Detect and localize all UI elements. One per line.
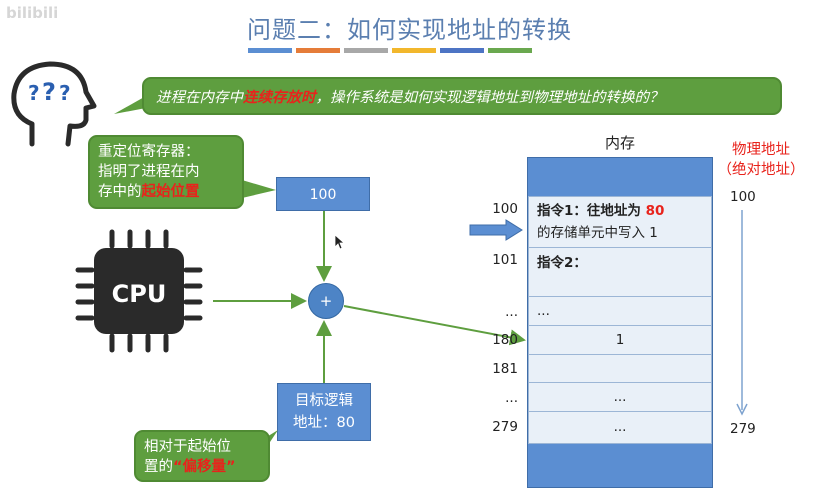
cpu-chip-icon xyxy=(75,229,203,353)
address-180: 180 xyxy=(492,332,518,348)
offset-bubble: 相对于起始位 置的“偏移量” xyxy=(134,430,270,482)
memory-cell-101: 指令2： xyxy=(528,247,712,297)
reloc-bubble-line1: 重定位寄存器： xyxy=(98,144,200,160)
physical-address-label: 物理地址 （绝对地址） xyxy=(717,142,805,178)
bilibili-watermark: bilibili xyxy=(6,4,59,22)
memory-cell-ellipsis-2: ... xyxy=(528,382,712,412)
address-ellipsis-2: ... xyxy=(505,390,518,406)
address-279: 279 xyxy=(492,419,518,435)
mouse-cursor-icon xyxy=(334,234,346,250)
reloc-bubble-highlight: 起始位置 xyxy=(141,184,200,200)
memory-label: 内存 xyxy=(604,134,635,152)
reloc-bubble-tail xyxy=(242,180,276,198)
question-highlight: 连续存放时 xyxy=(243,90,316,106)
target-line1: 目标逻辑 xyxy=(295,393,353,409)
reloc-register-bubble: 重定位寄存器： 指明了进程在内 存中的起始位置 xyxy=(88,135,244,209)
reloc-bubble-line2: 指明了进程在内 xyxy=(98,164,200,180)
memory-cell-181 xyxy=(528,354,712,383)
relocation-register: 100 xyxy=(276,177,370,211)
svg-text:?: ? xyxy=(28,81,40,105)
question-bubble: 进程在内存中连续存放时，操作系统是如何实现逻辑地址到物理地址的转换的？ xyxy=(142,77,782,115)
address-181: 181 xyxy=(492,361,518,377)
decor-bar-1 xyxy=(248,48,292,53)
reloc-bubble-line3: 存中的起始位置 xyxy=(98,184,200,200)
page-title: 问题二：如何实现地址的转换 xyxy=(247,16,572,44)
cpu-label: CPU xyxy=(111,280,167,308)
memory-cell-279: ... xyxy=(528,411,712,444)
address-101: 101 xyxy=(492,252,518,268)
question-text-pre: 进程在内存中 xyxy=(156,90,243,106)
memory-block: 指令1：往地址为 80 的存储单元中写入 1 指令2： ... 1 ... ..… xyxy=(527,157,713,488)
thinking-head-icon: ? ? ? xyxy=(11,61,97,147)
decor-bar-4 xyxy=(392,48,436,53)
offset-bubble-highlight: 偏移量 xyxy=(182,459,227,475)
physical-address-end: 279 xyxy=(730,421,756,437)
decor-bar-3 xyxy=(344,48,388,53)
memory-cell-ellipsis-1: ... xyxy=(528,296,712,326)
address-100: 100 xyxy=(492,201,518,217)
decor-bar-6 xyxy=(488,48,532,53)
target-line2: 地址：80 xyxy=(293,415,355,431)
instruction-pointer-arrow-icon xyxy=(469,219,523,241)
offset-bubble-line2: 置的“偏移量” xyxy=(144,459,236,475)
decor-bar-2 xyxy=(296,48,340,53)
offset-bubble-line1: 相对于起始位 xyxy=(144,439,231,455)
question-bubble-tail xyxy=(114,96,146,114)
svg-text:?: ? xyxy=(42,78,56,106)
decor-bar-5 xyxy=(440,48,484,53)
memory-cell-100: 指令1：往地址为 80 的存储单元中写入 1 xyxy=(528,196,712,248)
address-ellipsis-1: ... xyxy=(505,304,518,320)
adder-node: + xyxy=(308,283,344,319)
svg-text:?: ? xyxy=(59,81,71,105)
physical-address-start: 100 xyxy=(730,189,756,205)
target-logical-address: 目标逻辑 地址：80 xyxy=(277,383,371,441)
memory-cell-180: 1 xyxy=(528,325,712,355)
question-text-post: ，操作系统是如何实现逻辑地址到物理地址的转换的？ xyxy=(315,90,664,106)
